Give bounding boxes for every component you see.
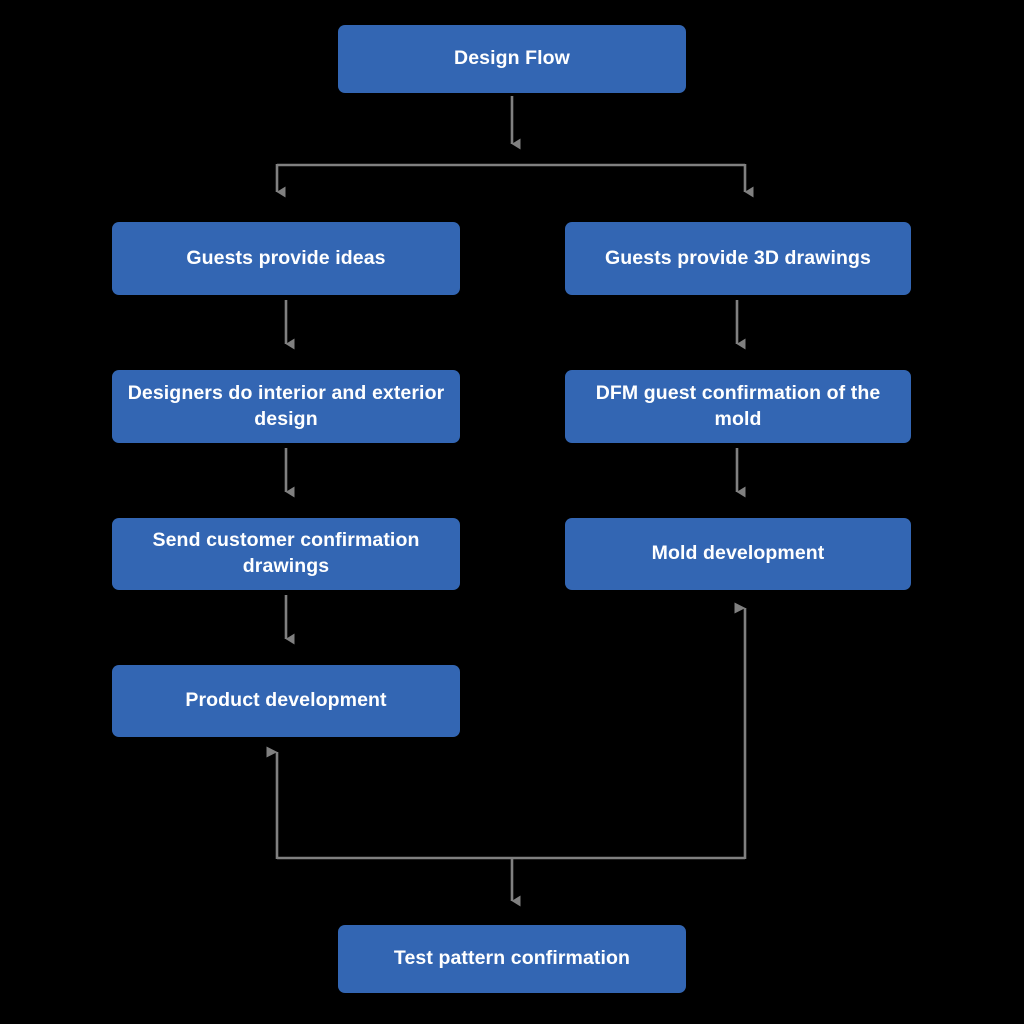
node-guests-provide-ideas-label: Guests provide ideas [186,246,386,269]
node-guests-provide-ideas[interactable]: Guests provide ideas [112,222,460,295]
node-designers-do-design[interactable]: Designers do interior and exterior desig… [112,370,460,443]
node-product-development-label: Product development [185,689,387,712]
node-designers-do-design-label: Designers do interior and exterior desig… [127,381,445,430]
node-test-pattern-confirmation-label: Test pattern confirmation [393,947,631,970]
node-send-customer-confirmation-drawings[interactable]: Send customer confirmation drawings [112,518,460,590]
node-design-flow[interactable]: Design Flow [338,25,686,93]
node-mold-development-label: Mold development [651,542,825,565]
node-send-customer-confirmation-drawings-label: Send customer confirmation drawings [152,529,420,577]
node-mold-development[interactable]: Mold development [565,518,911,590]
node-guests-provide-3d-drawings-label: Guests provide 3D drawings [605,246,871,269]
node-design-flow-label: Design Flow [454,47,570,70]
node-dfm-guest-confirmation-label: DFM guest confirmation of the mold [595,381,881,430]
node-test-pattern-confirmation[interactable]: Test pattern confirmation [338,925,686,993]
node-product-development[interactable]: Product development [112,665,460,737]
node-dfm-guest-confirmation[interactable]: DFM guest confirmation of the mold [565,370,911,443]
node-guests-provide-3d-drawings[interactable]: Guests provide 3D drawings [565,222,911,295]
